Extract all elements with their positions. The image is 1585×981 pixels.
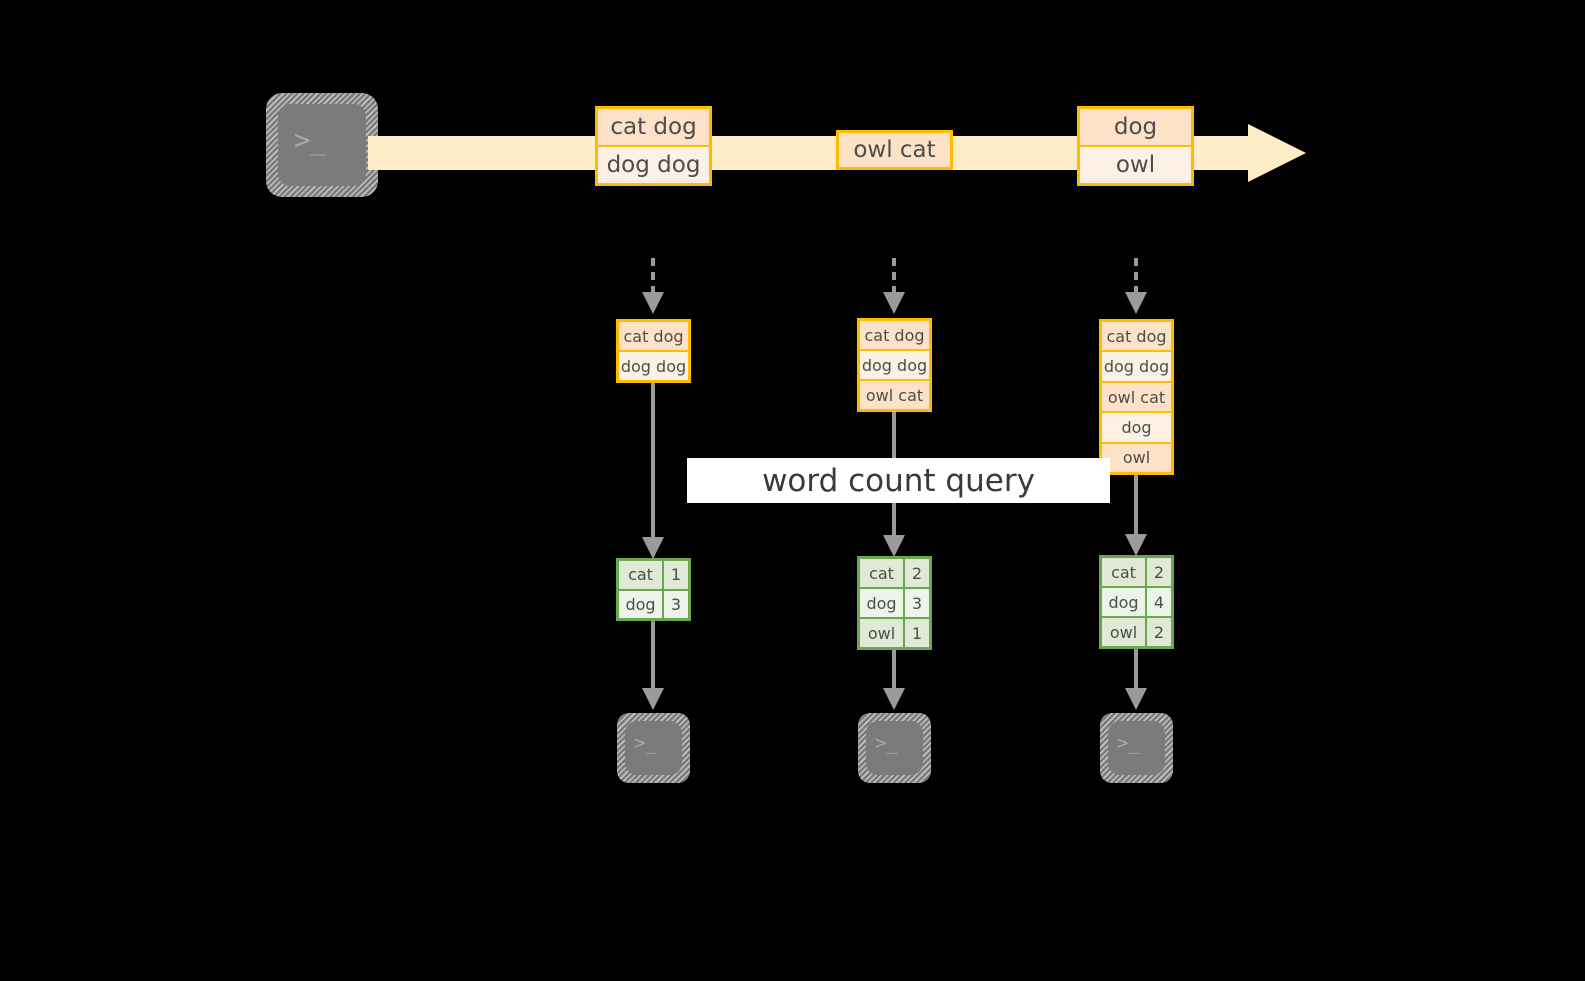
result-count: 2: [1147, 558, 1171, 586]
snapshot-2-tap-arrow: [883, 292, 905, 314]
snapshot-3-input-line: owl cat: [1102, 380, 1171, 412]
stream-message-line: dog dog: [598, 145, 709, 183]
table-row: dog 3: [860, 587, 929, 617]
snapshot-1-tap-line: [651, 258, 655, 294]
stream-message-line: owl: [1080, 145, 1191, 183]
snapshot-3-query-line: [1134, 475, 1138, 545]
terminal-screen: [866, 721, 923, 775]
result-word: dog: [1102, 588, 1147, 616]
snapshot-3-input-box: cat dog dog dog owl cat dog owl: [1099, 319, 1174, 475]
snapshot-1-input-line: dog dog: [619, 350, 688, 380]
snapshot-3-result-table: cat 2 dog 4 owl 2: [1099, 555, 1174, 649]
table-row: dog 4: [1102, 586, 1171, 616]
snapshot-2-query-arrow: [883, 535, 905, 557]
result-word: cat: [860, 559, 905, 587]
result-count: 3: [905, 589, 929, 617]
table-row: cat 1: [619, 561, 688, 589]
source-terminal-icon: >_: [266, 93, 378, 197]
terminal-prompt-text: >_: [1117, 732, 1140, 754]
table-row: owl 1: [860, 617, 929, 647]
snapshot-1-sink-terminal-icon: >_: [617, 713, 690, 783]
snapshot-2-input-box: cat dog dog dog owl cat: [857, 318, 932, 412]
snapshot-2-sink-line: [892, 650, 896, 696]
snapshot-3-sink-arrow: [1125, 688, 1147, 710]
table-row: cat 2: [860, 559, 929, 587]
snapshot-2-input-line: dog dog: [860, 349, 929, 379]
snapshot-2-input-line: owl cat: [860, 379, 929, 409]
snapshot-1-query-arrow: [642, 537, 664, 559]
result-count: 1: [664, 561, 688, 589]
stream-message-line: dog: [1080, 109, 1191, 145]
snapshot-3-input-line: owl: [1102, 441, 1171, 473]
terminal-screen: [1108, 721, 1165, 775]
snapshot-3-input-line: dog: [1102, 411, 1171, 442]
result-count: 2: [905, 559, 929, 587]
table-row: owl 2: [1102, 616, 1171, 646]
snapshot-3-tap-line: [1134, 258, 1138, 294]
terminal-prompt-text: >_: [634, 732, 657, 754]
snapshot-1-input-line: cat dog: [619, 322, 688, 350]
result-count: 2: [1147, 618, 1171, 646]
snapshot-1-result-table: cat 1 dog 3: [616, 558, 691, 621]
table-row: dog 3: [619, 588, 688, 618]
snapshot-2-result-table: cat 2 dog 3 owl 1: [857, 556, 932, 650]
snapshot-1-sink-line: [651, 621, 655, 696]
snapshot-2-sink-terminal-icon: >_: [858, 713, 931, 783]
stream-message-line: cat dog: [598, 109, 709, 145]
result-count: 3: [664, 590, 688, 618]
snapshot-2-sink-arrow: [883, 688, 905, 710]
result-count: 1: [905, 619, 929, 647]
terminal-prompt-text: >_: [294, 125, 327, 156]
result-word: owl: [860, 619, 905, 647]
terminal-prompt-text: >_: [875, 732, 898, 754]
snapshot-3-input-line: dog dog: [1102, 350, 1171, 381]
snapshot-3-input-line: cat dog: [1102, 322, 1171, 351]
stream-message-2: owl cat: [836, 130, 953, 170]
stream-message-3: dog owl: [1077, 106, 1194, 186]
snapshot-3-tap-arrow: [1125, 292, 1147, 314]
snapshot-1-tap-arrow: [642, 292, 664, 314]
stream-message-line: owl cat: [839, 133, 950, 167]
page-title: word count query: [687, 458, 1110, 503]
result-word: cat: [1102, 558, 1147, 586]
snapshot-2-input-line: cat dog: [860, 321, 929, 349]
snapshot-3-query-arrow: [1125, 534, 1147, 556]
snapshot-1-input-box: cat dog dog dog: [616, 319, 691, 383]
table-row: cat 2: [1102, 558, 1171, 586]
terminal-screen: [625, 721, 682, 775]
result-word: cat: [619, 561, 664, 589]
event-stream-arrowhead: [1248, 124, 1306, 182]
snapshot-2-tap-line: [892, 258, 896, 294]
snapshot-1-query-line: [651, 383, 655, 547]
snapshot-3-sink-line: [1134, 649, 1138, 696]
stream-message-1: cat dog dog dog: [595, 106, 712, 186]
snapshot-1-sink-arrow: [642, 688, 664, 710]
terminal-screen: [278, 104, 366, 186]
result-count: 4: [1147, 588, 1171, 616]
result-word: owl: [1102, 618, 1147, 646]
result-word: dog: [860, 589, 905, 617]
snapshot-3-sink-terminal-icon: >_: [1100, 713, 1173, 783]
result-word: dog: [619, 590, 664, 618]
